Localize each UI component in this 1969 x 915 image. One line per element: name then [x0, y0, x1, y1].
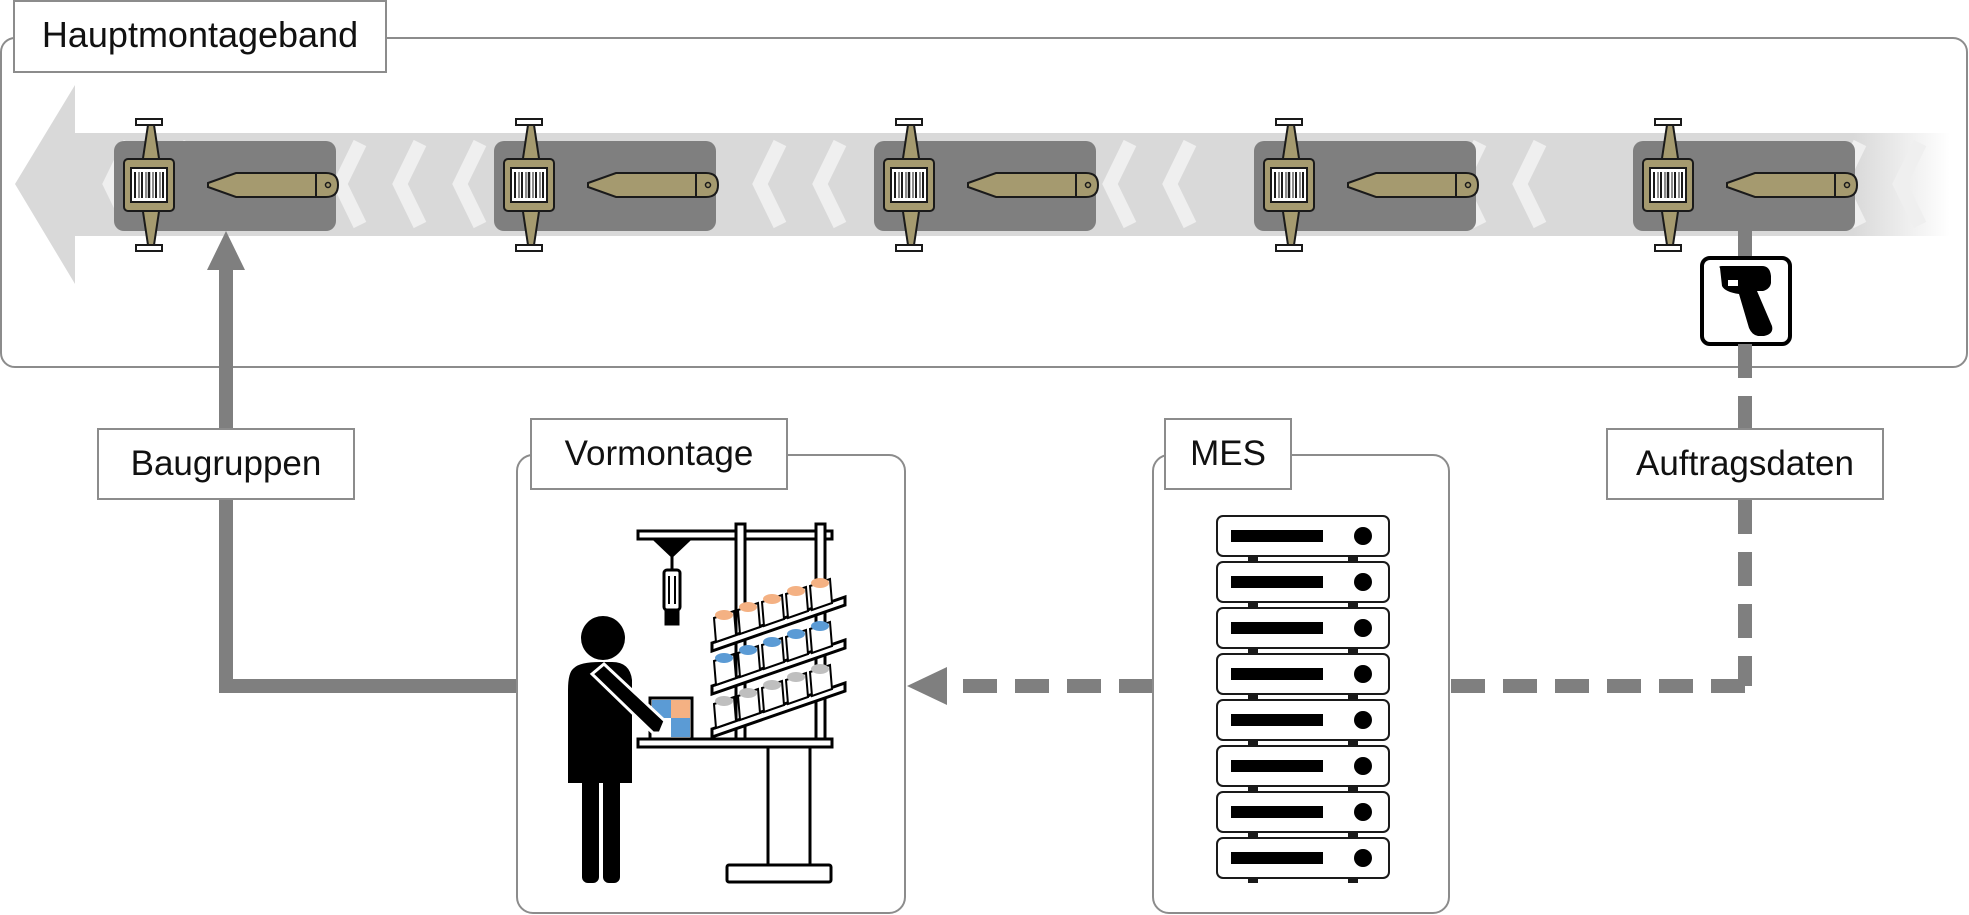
- assemblies-text: Baugruppen: [131, 444, 322, 483]
- arrow-head-to-pre-assembly: [907, 667, 947, 705]
- order-data-connector: [955, 344, 1752, 693]
- assembly-workstation-icon: [636, 522, 847, 884]
- worker-icon: [568, 616, 667, 883]
- assemblies-label: Baugruppen: [97, 428, 355, 500]
- order-data-text: Auftragsdaten: [1636, 444, 1854, 483]
- main-line-title: Hauptmontageband: [42, 14, 358, 55]
- order-data-label: Auftragsdaten: [1606, 428, 1884, 500]
- mes-title: MES: [1190, 434, 1266, 473]
- server-rack-icon: [1216, 515, 1390, 884]
- barcode-scanner-icon: [1700, 231, 1792, 346]
- arrow-head-to-main-line: [207, 231, 245, 270]
- main-line-label: Hauptmontageband: [13, 0, 387, 73]
- mes-label: MES: [1164, 418, 1292, 490]
- pre-assembly-title: Vormontage: [565, 434, 754, 473]
- pre-assembly-label: Vormontage: [530, 418, 788, 490]
